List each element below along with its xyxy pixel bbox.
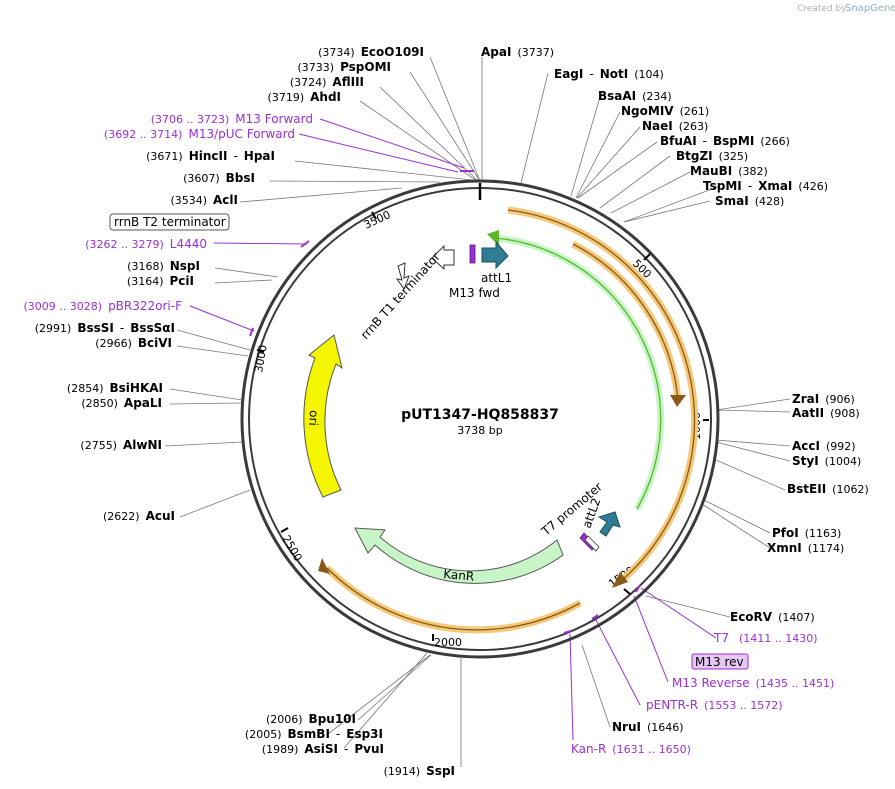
site-bbsi: (3607)BbsI — [183, 171, 255, 185]
site-leader-lines — [164, 56, 791, 767]
site-ahdi: (3719)AhdI — [268, 90, 341, 104]
orange-arc-bottom — [318, 558, 582, 634]
site-hincII: (3671)HincII-HpaI — [146, 149, 275, 163]
position-ticks — [256, 211, 709, 641]
plasmid-name: pUT1347-HQ858837 — [401, 407, 559, 423]
site-bsaai: BsaAI(234) — [598, 89, 672, 103]
site-ngomiv: NgoMIV(261) — [621, 104, 709, 118]
site-acli: (3534)AclI — [170, 193, 238, 207]
site-maubi: MauBI(382) — [690, 164, 768, 178]
site-sspi: (1914)SspI — [384, 764, 455, 778]
tick-label: 3000 — [252, 344, 270, 374]
rrnb-t1-arrow — [431, 244, 455, 271]
site-bsmbi: (2005)BsmBI-Esp3I — [245, 727, 383, 741]
site-styi: StyI(1004) — [792, 454, 861, 468]
attL2-arrow — [597, 511, 621, 537]
site-pbr322: (3009 .. 3028)pBR322ori-F — [24, 299, 183, 313]
site-bsteII: BstEII(1062) — [787, 482, 869, 496]
site-asisi: (1989)AsiSI-PvuI — [262, 742, 384, 756]
site-bpu10i: (2006)Bpu10I — [266, 712, 356, 726]
left-site-labels: (3734)EcoO109I (3733)PspOMI (3724)AflIII… — [24, 45, 456, 778]
site-pentr: pENTR-R(1553 .. 1572) — [646, 698, 783, 712]
site-nspi: (3168)NspI — [127, 259, 200, 273]
m13rev-box — [691, 653, 749, 670]
site-apali: (2850)ApaLI — [81, 396, 162, 410]
site-pcii: (3164)PciI — [127, 274, 194, 288]
site-btgzi: BtgZI(325) — [676, 149, 748, 163]
rrnb-t2-box — [109, 213, 230, 231]
site-l4440: (3262 .. 3279)L4440 — [85, 237, 207, 251]
site-nrui: NruI(1646) — [612, 720, 684, 734]
tick-label: 2500 — [279, 533, 304, 564]
right-site-labels: ApaI(3737) EagI-NotI(104) BsaAI(234) Ngo… — [481, 45, 869, 756]
m13fwd-label: M13 fwd — [449, 286, 500, 300]
rrnb-t2-arrow — [395, 262, 410, 291]
site-pspomi: (3733)PspOMI — [297, 60, 391, 74]
m13fwd-mark — [469, 244, 476, 264]
m13rev-label: M13 rev — [695, 655, 744, 669]
site-m13puc: (3692 .. 3714)M13/pUC Forward — [104, 127, 295, 141]
attL1-label: attL1 — [481, 271, 512, 285]
site-t7: T7(1411 .. 1430) — [713, 631, 818, 645]
site-xmni: XmnI(1174) — [767, 541, 844, 555]
rrnb-t2-label: rrnB T2 terminator — [114, 215, 226, 229]
site-zrai: ZraI(906) — [792, 392, 855, 406]
attL1-arrow — [481, 240, 509, 270]
ori-label: ori — [306, 410, 321, 426]
site-alwni: (2755)AlwNI — [80, 438, 162, 452]
orange-arc-outer — [507, 206, 699, 588]
orange-arc-inner — [571, 240, 686, 407]
site-bfuai: BfuAI-BspMI(266) — [660, 134, 790, 148]
tick-label: 2000 — [434, 636, 462, 649]
site-apai: ApaI(3737) — [481, 45, 554, 59]
site-bsssi: (2991)BssSI-BssSαI — [35, 321, 175, 335]
site-naei: NaeI(263) — [642, 119, 708, 133]
watermark-prefix: Created by — [797, 4, 847, 14]
site-pfoi: PfoI(1163) — [772, 526, 841, 540]
backbone-outer — [240, 179, 720, 659]
watermark-brand: SnapGene — [845, 3, 895, 14]
kanr-arrow — [354, 527, 564, 584]
site-tspmi: TspMI-XmaI(426) — [703, 179, 828, 193]
site-ecorv: EcoRV(1407) — [730, 610, 815, 624]
site-eagi: EagI-NotI(104) — [554, 67, 664, 81]
plasmid-size: 3738 bp — [457, 424, 502, 437]
site-aatII: AatII(908) — [792, 406, 860, 420]
site-m13forward: (3706 .. 3723)M13 Forward — [151, 112, 313, 126]
site-bsihkai: (2854)BsiHKAI — [67, 381, 163, 395]
site-bcivi: (2966)BciVI — [95, 336, 172, 350]
primer-leader-lines — [189, 118, 717, 741]
site-acui: (2622)AcuI — [103, 509, 175, 523]
rrnb-t1-label: rrnB T1 terminator — [358, 250, 443, 342]
t7-promoter-arrow — [584, 535, 600, 552]
site-smai: SmaI(428) — [715, 194, 784, 208]
kanr-label: KanR — [443, 567, 475, 584]
site-ecoo109i: (3734)EcoO109I — [318, 45, 424, 59]
site-m13reverse: M13 Reverse(1435 .. 1451) — [672, 676, 834, 690]
ori-arrow — [303, 334, 343, 498]
site-aflIII: (3724)AflIII — [290, 75, 364, 89]
primer-marks — [249, 170, 641, 634]
site-kanr-primer: Kan-R(1631 .. 1650) — [571, 742, 691, 756]
site-acci: AccI(992) — [792, 439, 856, 453]
